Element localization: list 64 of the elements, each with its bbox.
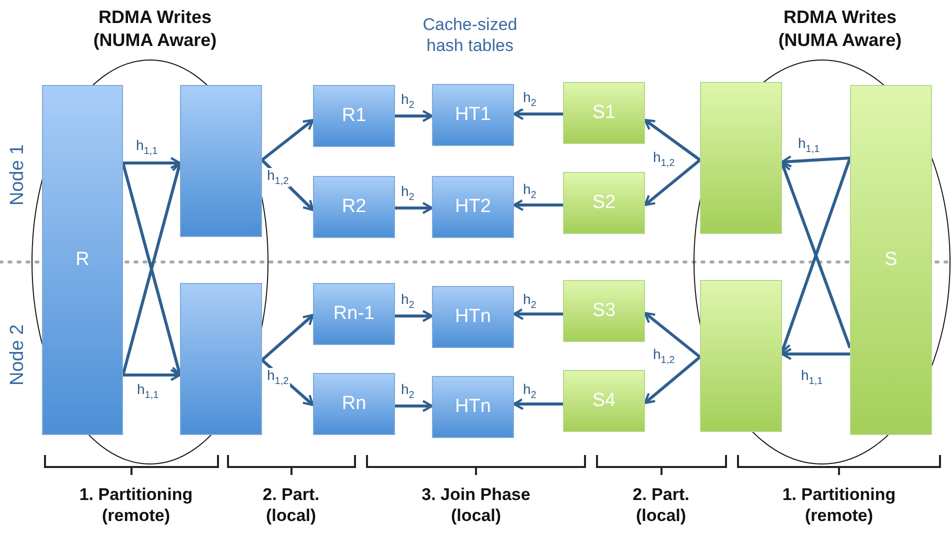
phase-label: 1. Partitioning (remote) — [781, 484, 897, 526]
heading: RDMA Writes (NUMA Aware) — [92, 6, 218, 51]
process-box: Rn — [313, 373, 395, 435]
arrow — [644, 118, 701, 162]
arrow — [123, 156, 182, 170]
edge-label: h$_{2}$ — [400, 382, 416, 401]
process-box: S3 — [563, 280, 645, 342]
arrow — [395, 202, 434, 214]
process-box: HTn — [432, 376, 514, 438]
row-label: Node 2 — [6, 323, 30, 388]
arrow — [780, 155, 850, 168]
arrow — [261, 358, 314, 406]
arrow — [644, 312, 701, 358]
heading: RDMA Writes (NUMA Aware) — [777, 6, 903, 51]
process-box: HTn — [432, 286, 514, 348]
edge-label: h$_{2}$ — [400, 92, 416, 111]
process-box: S4 — [563, 370, 645, 432]
edge-label: h$_{1,2}$ — [266, 368, 290, 387]
arrow — [512, 308, 563, 320]
arrow — [260, 158, 314, 212]
arrow — [512, 198, 563, 212]
relation-block: R — [42, 85, 123, 435]
edge-label: h$_{1,1}$ — [135, 138, 159, 157]
arrow — [395, 310, 434, 322]
process-box: R2 — [313, 176, 395, 238]
relation-block: S — [850, 85, 932, 435]
arrow — [395, 400, 434, 412]
process-box: HT1 — [432, 84, 514, 146]
edge-label: h$_{1,2}$ — [266, 168, 290, 187]
arrow — [780, 348, 850, 360]
arrow — [261, 118, 314, 162]
phase-label: 2. Part. (local) — [632, 484, 690, 526]
edge-label: h$_{2}$ — [400, 184, 416, 203]
process-box: R1 — [313, 85, 395, 147]
edge-label: h$_{1,1}$ — [797, 136, 821, 155]
partition-block — [180, 85, 262, 237]
arrow — [123, 368, 182, 382]
process-box: S1 — [563, 82, 645, 144]
partition-block — [180, 283, 262, 435]
arrow — [512, 108, 563, 120]
arrow — [261, 314, 314, 362]
edge-label: h$_{1,2}$ — [652, 150, 676, 169]
edge-label: h$_{2}$ — [400, 292, 416, 311]
edge-label: h$_{1,2}$ — [652, 347, 676, 366]
heading: Cache-sized hash tables — [422, 14, 518, 56]
process-box: S2 — [563, 172, 645, 234]
arrow — [644, 158, 701, 206]
edge-label: h$_{1,1}$ — [136, 382, 160, 401]
arrow — [395, 110, 434, 122]
phase-label: 3. Join Phase (local) — [420, 484, 532, 526]
partition-block — [700, 280, 782, 432]
row-label: Node 1 — [6, 143, 30, 208]
process-box: Rn-1 — [313, 283, 395, 345]
edge-label: h$_{1,1}$ — [800, 368, 824, 387]
process-box: HT2 — [432, 176, 514, 238]
edge-label: h$_{2}$ — [522, 90, 538, 109]
phase-label: 2. Part. (local) — [262, 484, 320, 526]
edge-label: h$_{2}$ — [522, 182, 538, 201]
arrow — [512, 398, 563, 410]
edge-label: h$_{2}$ — [522, 292, 538, 311]
phase-label: 1. Partitioning (remote) — [78, 484, 194, 526]
edge-label: h$_{2}$ — [522, 382, 538, 401]
arrow — [644, 356, 701, 404]
partition-block — [700, 82, 782, 234]
